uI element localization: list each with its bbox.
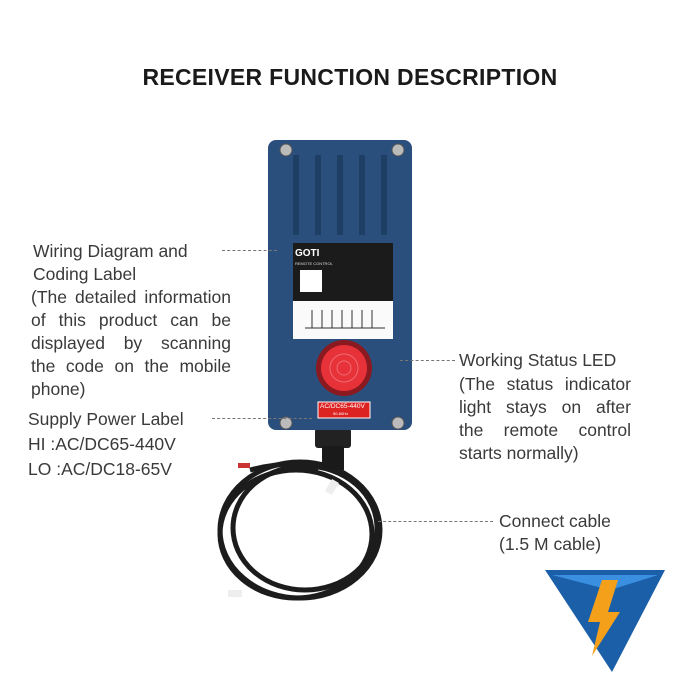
device-subtitle: REMOTE CONTROL <box>295 261 333 266</box>
device-brand: GOTI <box>295 248 320 259</box>
wiring-diagram <box>293 301 393 339</box>
supply-hi: HI :AC/DC65-440V <box>28 434 176 454</box>
device-power-label: AC/DC65-440V <box>320 403 365 410</box>
brand-logo <box>545 570 665 672</box>
cable-title: Connect cable <box>499 511 611 531</box>
screws <box>279 143 405 430</box>
cable-description: (1.5 M cable) <box>499 534 602 554</box>
cable-coil <box>217 459 383 601</box>
device-freq: 50-60Hz <box>333 411 349 416</box>
led-title: Working Status LED <box>459 350 617 370</box>
page-title: RECEIVER FUNCTION DESCRIPTION <box>142 64 558 90</box>
cable-gland <box>315 428 351 448</box>
antenna-ribs <box>293 155 387 235</box>
wire-ends <box>238 463 250 468</box>
supply-lo: LO :AC/DC18-65V <box>28 459 172 479</box>
supply-power-title: Supply Power Label <box>28 409 184 429</box>
